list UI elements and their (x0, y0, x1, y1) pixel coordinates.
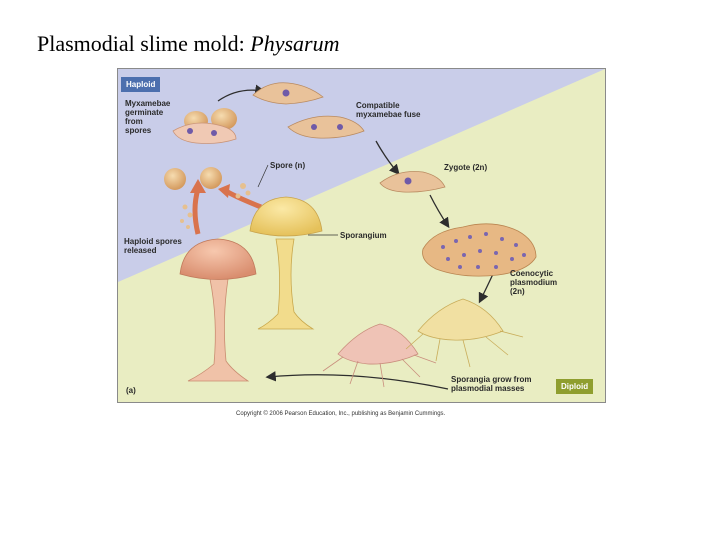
label-coenocytic-plasmodium: Coenocytic plasmodium (2n) (510, 269, 558, 296)
slide-title: Plasmodial slime mold: Physarum (37, 31, 340, 57)
plasmodial-mass-yellow (417, 298, 504, 341)
sporangium-cap (249, 196, 323, 237)
plasmodial-veins-pink (322, 354, 437, 388)
plasmodial-veins-yellow (405, 330, 524, 368)
spore-small (180, 219, 184, 223)
spore-small (182, 204, 188, 210)
label-compatible-fuse: Compatible myxamebae fuse (356, 101, 421, 119)
nucleus (211, 130, 217, 136)
arrow-sporangia-return (265, 371, 449, 390)
label-zygote: Zygote (2n) (444, 163, 488, 172)
sporangium-stalk (257, 238, 315, 330)
life-cycle-illustration (118, 69, 605, 402)
spore (164, 168, 186, 190)
arrow-spore-release-head (218, 184, 230, 198)
sporangium-cap-open (179, 238, 257, 280)
arrow-plasmodium-to-sporangia (478, 273, 494, 304)
nucleus (282, 89, 290, 97)
label-haploid-spores-released: Haploid spores released (124, 237, 182, 255)
arrow-release-spores-head (190, 179, 206, 193)
nucleus (187, 128, 193, 134)
haploid-region (118, 69, 605, 282)
label-panel-letter: (a) (126, 386, 136, 395)
nucleus (311, 124, 317, 130)
spore-small (186, 225, 190, 229)
title-prefix: Plasmodial slime mold: (37, 31, 251, 56)
spore (200, 167, 222, 189)
haploid-tag: Haploid (121, 77, 161, 92)
myxameba-fusing (287, 115, 365, 139)
life-cycle-figure: Haploid Diploid (a) Myxamebae germinate … (117, 68, 606, 403)
sporangium-stalk (187, 278, 250, 382)
myxameba-emerging (172, 122, 237, 144)
zygote-cell (379, 171, 446, 193)
arrow-zygote-to-plasmodium (429, 194, 450, 229)
label-spore: Spore (n) (270, 161, 306, 170)
copyright-notice: Copyright © 2006 Pearson Education, Inc.… (236, 411, 446, 417)
spore-small (240, 183, 246, 189)
plasmodium-nuclei (441, 232, 526, 269)
spore-small (245, 190, 251, 196)
label-myxamebae-germinate: Myxamebae germinate from spores (125, 99, 171, 135)
spore-small (235, 193, 241, 199)
nucleus (404, 177, 412, 185)
diploid-tag: Diploid (556, 379, 594, 394)
nucleus (337, 124, 343, 130)
label-sporangia-grow: Sporangia grow from plasmodial masses (451, 375, 532, 393)
spore-small (187, 212, 193, 218)
title-italic: Physarum (250, 31, 340, 56)
label-sporangium: Sporangium (340, 231, 387, 240)
arrow-fuse-to-zygote (375, 140, 400, 175)
